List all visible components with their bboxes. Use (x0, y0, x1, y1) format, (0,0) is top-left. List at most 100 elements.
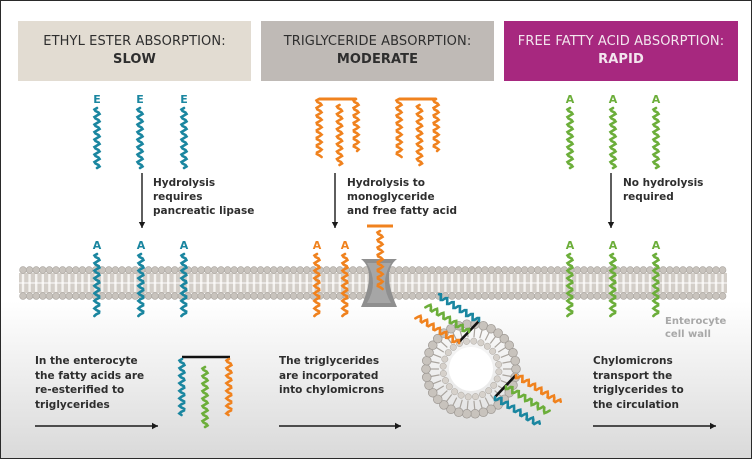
phospholipid-head (408, 292, 417, 300)
phospholipid-head (454, 292, 463, 300)
phospholipid-head (685, 266, 694, 274)
phospholipid-head (474, 292, 483, 300)
inner-phospholipid-head (445, 383, 453, 391)
phospholipid-head (619, 292, 628, 300)
outer-phospholipid-head (511, 364, 521, 374)
outer-phospholipid-head (439, 400, 449, 410)
step-label-triglyceride: Hydrolysis to monoglyceride and free fat… (347, 176, 457, 218)
phospholipid-head (39, 266, 47, 274)
header-speed: MODERATE (336, 52, 419, 67)
caption-circulation: Chylomicrons transport the triglycerides… (593, 354, 684, 412)
phospholipid-head (329, 292, 337, 300)
phospholipid-head (105, 266, 113, 274)
phospholipid-head (289, 266, 298, 274)
caption-line: are incorporated (279, 369, 379, 382)
monoglyceride-chain (375, 229, 385, 291)
phospholipid-head (718, 266, 727, 274)
phospholipid-head (408, 266, 417, 274)
phospholipid-head (448, 266, 456, 274)
phospholipid-head (527, 292, 535, 300)
phospholipid-head (415, 266, 423, 274)
phospholipid-head (626, 292, 634, 300)
outer-phospholipid-head (462, 409, 472, 419)
caption-re-esterification: In the enterocyte the fatty acids are re… (35, 354, 144, 412)
outer-phospholipid-head (493, 328, 503, 338)
outer-phospholipid-head (508, 347, 518, 358)
wall-label-line: Enterocyte (665, 316, 727, 327)
header-speed: SLOW (113, 52, 156, 67)
phospholipid-head (223, 266, 232, 274)
phospholipid-head (448, 292, 456, 300)
phospholipid-head (151, 292, 159, 300)
phospholipid-head (421, 292, 430, 300)
phospholipid-head (25, 292, 34, 300)
phospholipid-head (349, 292, 357, 300)
inner-phospholipid-head (442, 377, 449, 384)
step-label-ethyl-ester: Hydrolysis requires pancreatic lipase (153, 176, 254, 218)
phospholipid-head (197, 292, 205, 300)
phospholipid-head (712, 266, 720, 274)
phospholipid-head (441, 266, 450, 274)
phospholipid-head (593, 292, 601, 300)
phospholipid-head (547, 266, 555, 274)
inner-phospholipid-head (483, 342, 491, 350)
phospholipid-head (520, 292, 529, 300)
phospholipid-head (659, 266, 667, 274)
right-arrow-step-1-head (152, 422, 158, 430)
ethyl-ester-label: E (136, 93, 144, 106)
phospholipid-head (507, 292, 516, 300)
phospholipid-head (243, 266, 252, 274)
fatty-acid-chain (92, 252, 102, 318)
phospholipid-head (230, 266, 238, 274)
phospholipid-head (263, 266, 271, 274)
phospholipid-head (355, 292, 364, 300)
chylomicron-chain-blue (493, 395, 541, 426)
phospholipid-head (283, 292, 291, 300)
phospholipid-head (639, 266, 648, 274)
triglyceride-chain (314, 97, 324, 159)
phospholipid-head (520, 266, 529, 274)
fatty-acid-label: A (566, 93, 575, 106)
fatty-acid-chain (651, 252, 661, 318)
phospholipid-head (45, 266, 54, 274)
chylomicron-chain-orange (414, 314, 461, 345)
outer-phospholipid-head (427, 340, 438, 351)
phospholipid-head (230, 292, 238, 300)
phospholipid-head (573, 292, 582, 300)
phospholipid-head (435, 266, 443, 274)
phospholipid-head (65, 266, 73, 274)
outer-phospholipid-head (421, 364, 431, 374)
phospholipid-head (144, 292, 153, 300)
chylomicron (414, 293, 562, 426)
phospholipid-head (402, 266, 410, 274)
phospholipid-head (32, 292, 40, 300)
phospholipid-head (329, 266, 337, 274)
phospholipid-head (428, 292, 436, 300)
inner-phospholipid-head (439, 370, 447, 377)
phospholipid-head (501, 266, 509, 274)
header-triglyceride: TRIGLYCERIDE ABSORPTION: MODERATE (261, 21, 494, 81)
phospholipid-head (718, 292, 727, 300)
ethyl-ester-chain (135, 106, 145, 170)
chylomicron-chain-green (424, 303, 471, 334)
phospholipid-head (276, 292, 285, 300)
step-line: No hydrolysis (623, 177, 704, 189)
phospholipid-head (428, 266, 436, 274)
fatty-acid-chain (312, 252, 322, 318)
triglyceride-chain (394, 97, 404, 159)
triglyceride-chain-blue (177, 357, 187, 417)
phospholipid-head (494, 266, 502, 274)
inner-phospholipid-head (439, 362, 447, 370)
phospholipid-head (487, 266, 496, 274)
phospholipid-head (705, 292, 714, 300)
free-fatty-acid-chain (608, 106, 618, 170)
triglyceride-chain (415, 103, 424, 167)
phospholipid-head (78, 292, 87, 300)
inner-phospholipid-head (493, 375, 501, 383)
phospholipid-head (474, 266, 483, 274)
phospholipid-head (699, 266, 707, 274)
outer-phospholipid-head (432, 394, 443, 405)
phospholipid-head (540, 292, 549, 300)
outer-phospholipid-head (427, 387, 438, 398)
inner-phospholipid-head (463, 337, 470, 345)
